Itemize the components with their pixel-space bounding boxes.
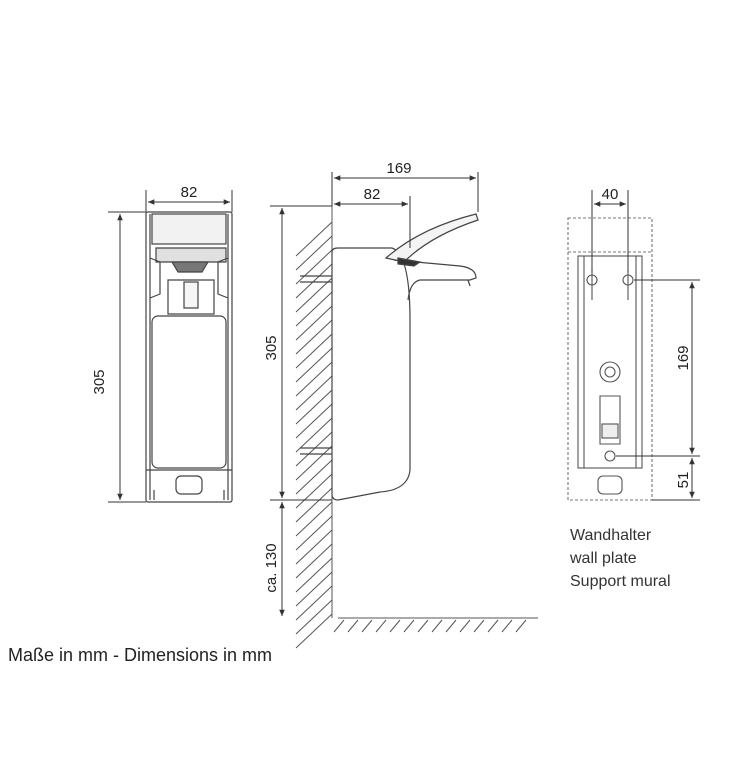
wall-plate-label: Wandhalter wall plate Support mural	[570, 524, 671, 593]
wall-hatch-line	[295, 543, 333, 579]
wall-hatch-line	[295, 319, 333, 355]
wall-hatch-line	[295, 515, 333, 551]
wall-hatch-line	[295, 277, 333, 313]
plate-hole-spacing-label: 169	[675, 345, 692, 370]
floor-hatch-line	[515, 619, 527, 633]
front-dimension-lines	[108, 190, 233, 503]
floor-gap-label: ca. 130	[263, 543, 280, 592]
wall-hatch-line	[295, 445, 333, 481]
wall-hatch-line	[295, 403, 333, 439]
wall-hatch-line	[295, 291, 333, 327]
floor-hatch-line	[333, 619, 345, 633]
wall-plate-label-de: Wandhalter	[570, 527, 652, 544]
floor-hatch-line	[389, 619, 401, 633]
wall-hatch-line	[295, 459, 333, 495]
side-total-depth-label: 169	[386, 160, 411, 177]
wall-hatch-line	[295, 431, 333, 467]
side-view	[300, 213, 479, 501]
wall-hatch-line	[295, 235, 333, 271]
front-view	[145, 211, 233, 503]
plate-bottom-offset-label: 51	[675, 472, 692, 489]
wall-hatch-line	[295, 347, 333, 383]
wall-hatch-line	[295, 389, 333, 425]
floor-hatch-line	[459, 619, 471, 633]
front-width-label: 82	[181, 184, 198, 201]
wall-plate-dimension-lines	[591, 190, 700, 501]
side-body-depth-label: 82	[364, 186, 381, 203]
floor-hatch-line	[417, 619, 429, 633]
wall-hatch-line	[295, 375, 333, 411]
wall-hatch-line	[295, 487, 333, 523]
wall-hatch-line	[295, 417, 333, 453]
floor-hatch-line	[501, 619, 513, 633]
wall-plate-view	[567, 217, 653, 501]
wall-hatch-line	[295, 613, 333, 649]
wall-hatch-line	[295, 571, 333, 607]
floor-hatch-line	[487, 619, 499, 633]
wall-hatch-line	[295, 501, 333, 537]
wall-hatch-line	[295, 599, 333, 635]
floor-hatch-line	[361, 619, 373, 633]
wall-hatch-line	[295, 585, 333, 621]
wall-hatch-line	[295, 305, 333, 341]
wall-plate-label-fr: Support mural	[570, 573, 671, 590]
wall-plate-label-en: wall plate	[570, 550, 637, 567]
floor-hatch-line	[403, 619, 415, 633]
floor-hatch-line	[347, 619, 359, 633]
wall-hatch-line	[295, 473, 333, 509]
wall-hatch-line	[295, 249, 333, 285]
wall-hatch-line	[295, 529, 333, 565]
wall-hatch-line	[295, 361, 333, 397]
wall-hatch-line	[295, 221, 333, 257]
side-height-label: 305	[263, 335, 280, 360]
floor-hatch-line	[431, 619, 443, 633]
floor-hatch-line	[375, 619, 387, 633]
plate-width-label: 40	[602, 186, 619, 203]
floor-hatch-line	[445, 619, 457, 633]
floor-hatch-line	[473, 619, 485, 633]
wall-hatch-line	[295, 557, 333, 593]
wall-hatch-line	[295, 333, 333, 369]
units-caption: Maße in mm - Dimensions in mm	[8, 645, 273, 665]
front-height-label: 305	[91, 369, 108, 394]
side-dimension-lines	[270, 172, 479, 616]
wall-hatch-line	[295, 263, 333, 299]
